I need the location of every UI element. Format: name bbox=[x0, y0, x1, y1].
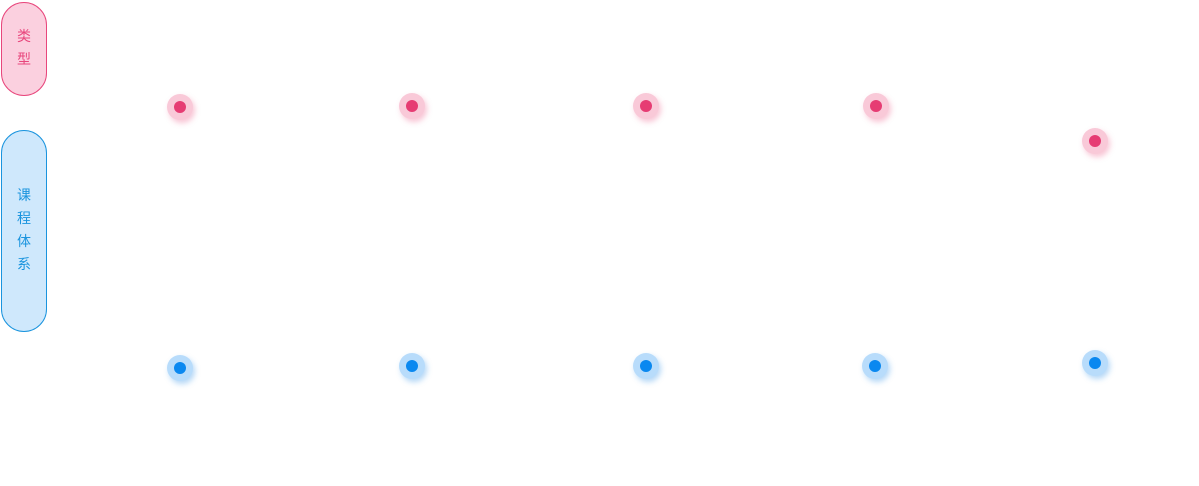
type-label-pill: 类 型 bbox=[1, 2, 47, 96]
course-system-label-pill: 课 程 体 系 bbox=[1, 130, 47, 332]
course-marker-dot-1 bbox=[167, 355, 193, 381]
course-marker-dot-5 bbox=[1082, 350, 1108, 376]
course-system-label-char: 课 bbox=[17, 188, 31, 204]
course-marker-dot-2 bbox=[399, 353, 425, 379]
type-label-char: 类 bbox=[17, 29, 31, 45]
course-marker-dot-3 bbox=[633, 353, 659, 379]
type-marker-dot-3 bbox=[633, 93, 659, 119]
course-system-label-char: 体 bbox=[17, 234, 31, 250]
course-marker-dot-4 bbox=[862, 353, 888, 379]
type-marker-dot-1 bbox=[167, 94, 193, 120]
type-marker-dot-5 bbox=[1082, 128, 1108, 154]
type-marker-dot-2 bbox=[399, 93, 425, 119]
type-marker-dot-4 bbox=[863, 93, 889, 119]
type-label-char: 型 bbox=[17, 52, 31, 68]
course-system-label-char: 系 bbox=[17, 257, 31, 273]
course-system-label-char: 程 bbox=[17, 211, 31, 227]
